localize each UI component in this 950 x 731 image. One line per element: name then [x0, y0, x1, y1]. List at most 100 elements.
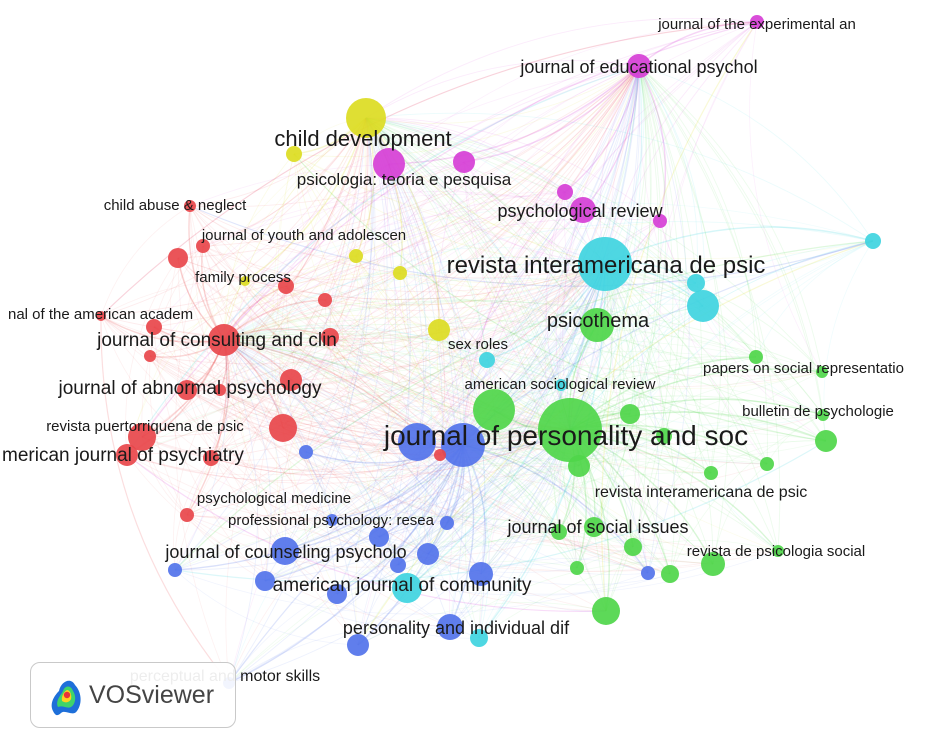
network-node-blue[interactable] — [641, 566, 655, 580]
label-journal-of-counseling-psycholo[interactable]: journal of counseling psycholo — [164, 542, 406, 562]
network-node-blue[interactable] — [168, 563, 182, 577]
network-node-green[interactable] — [661, 565, 679, 583]
network-node-magenta[interactable] — [570, 197, 596, 223]
network-node-green[interactable] — [538, 398, 602, 462]
network-node-blue[interactable] — [398, 423, 436, 461]
network-node-green[interactable] — [701, 552, 725, 576]
network-node-red[interactable] — [214, 384, 226, 396]
network-node-blue[interactable] — [390, 557, 406, 573]
network-node-cyan[interactable] — [555, 379, 567, 391]
network-node-red[interactable] — [177, 380, 197, 400]
network-node-red[interactable] — [278, 278, 294, 294]
label-revista-de-psicologia-social[interactable]: revista de psicologia social — [687, 543, 865, 560]
network-node-green[interactable] — [568, 455, 590, 477]
label-american-sociological-review[interactable]: american sociological review — [465, 376, 656, 393]
label-papers-on-social-representatio[interactable]: papers on social representatio — [703, 360, 904, 377]
network-node-green[interactable] — [570, 561, 584, 575]
network-node-cyan[interactable] — [687, 274, 705, 292]
network-node-red[interactable] — [280, 369, 302, 391]
network-node-cyan[interactable] — [479, 352, 495, 368]
network-node-red[interactable] — [128, 423, 156, 451]
network-node-red[interactable] — [196, 239, 210, 253]
network-node-red[interactable] — [434, 449, 446, 461]
network-node-red[interactable] — [203, 450, 219, 466]
label-revista-interamericana-de-psic-2[interactable]: revista interamericana de psic — [595, 484, 808, 501]
network-node-green[interactable] — [815, 430, 837, 452]
network-node-green[interactable] — [584, 517, 604, 537]
label-revista-interamericana-de-psic-1[interactable]: revista interamericana de psic — [447, 252, 766, 279]
network-node-green[interactable] — [620, 404, 640, 424]
network-node-green[interactable] — [816, 366, 828, 378]
network-node-green[interactable] — [760, 457, 774, 471]
network-node-blue[interactable] — [347, 634, 369, 656]
network-node-green[interactable] — [656, 428, 672, 444]
network-node-blue[interactable] — [469, 562, 493, 586]
network-node-cyan[interactable] — [865, 233, 881, 249]
network-node-green[interactable] — [749, 350, 763, 364]
label-psicologia-teoria-e-pesquisa[interactable]: psicologia: teoria e pesquisa — [297, 170, 512, 189]
network-node-magenta[interactable] — [557, 184, 573, 200]
label-journal-of-youth-and-adolescen[interactable]: journal of youth and adolescen — [201, 227, 406, 244]
network-node-green[interactable] — [817, 409, 829, 421]
label-journal-of-social-issues[interactable]: journal of social issues — [506, 517, 688, 537]
network-node-yellow[interactable] — [286, 146, 302, 162]
label-journal-of-abnormal-psychology[interactable]: journal of abnormal psychology — [58, 378, 322, 399]
network-node-red[interactable] — [96, 311, 106, 321]
network-node-blue[interactable] — [369, 527, 389, 547]
network-node-red[interactable] — [318, 293, 332, 307]
network-node-blue[interactable] — [441, 423, 485, 467]
network-node-magenta[interactable] — [653, 214, 667, 228]
network-node-blue[interactable] — [299, 445, 313, 459]
network-node-green[interactable] — [473, 389, 515, 431]
network-node-cyan[interactable] — [392, 573, 422, 603]
network-node-red[interactable] — [116, 444, 138, 466]
network-node-green[interactable] — [592, 597, 620, 625]
network-node-blue[interactable] — [440, 516, 454, 530]
network-node-red[interactable] — [184, 200, 196, 212]
label-journal-of-educational-psychol[interactable]: journal of educational psychol — [519, 57, 757, 77]
network-node-yellow[interactable] — [346, 98, 386, 138]
label-personality-and-individual-dif[interactable]: personality and individual dif — [343, 618, 570, 638]
network-node-red[interactable] — [146, 319, 162, 335]
network-node-magenta[interactable] — [453, 151, 475, 173]
network-node-red[interactable] — [180, 508, 194, 522]
network-node-yellow[interactable] — [349, 249, 363, 263]
network-node-green[interactable] — [624, 538, 642, 556]
label-psychological-review[interactable]: psychological review — [497, 201, 663, 221]
network-node-cyan[interactable] — [578, 237, 632, 291]
network-node-magenta[interactable] — [627, 54, 651, 78]
network-node-cyan[interactable] — [687, 290, 719, 322]
label-sex-roles[interactable]: sex roles — [448, 336, 508, 353]
network-node-yellow[interactable] — [428, 319, 450, 341]
network-node-yellow[interactable] — [240, 276, 250, 286]
network-node-blue[interactable] — [437, 614, 463, 640]
label-psychological-medicine[interactable]: psychological medicine — [197, 490, 351, 507]
label-revista-puertorriquena-de-psic[interactable]: revista puertorriquena de psic — [46, 418, 244, 435]
network-node-red[interactable] — [321, 328, 339, 346]
network-node-red[interactable] — [168, 248, 188, 268]
network-node-yellow[interactable] — [393, 266, 407, 280]
label-journal-of-personality-and-soc[interactable]: journal of personality and soc — [383, 420, 748, 451]
label-family-process[interactable]: family process — [195, 269, 291, 286]
network-node-blue[interactable] — [255, 571, 275, 591]
network-node-blue[interactable] — [271, 537, 299, 565]
network-node-blue[interactable] — [326, 514, 338, 526]
label-american-journal-of-community[interactable]: american journal of community — [273, 575, 532, 596]
label-professional-psychology-resea[interactable]: professional psychology: resea — [228, 512, 435, 529]
label-bulletin-de-psychologie[interactable]: bulletin de psychologie — [742, 403, 894, 420]
network-node-magenta[interactable] — [373, 148, 405, 180]
network-node-cyan[interactable] — [470, 629, 488, 647]
label-merican-journal-of-psychiatry[interactable]: merican journal of psychiatry — [2, 445, 244, 466]
label-child-development[interactable]: child development — [274, 126, 451, 151]
network-node-green[interactable] — [772, 545, 784, 557]
network-node-magenta[interactable] — [750, 15, 764, 29]
label-psicothema[interactable]: psicothema — [547, 310, 650, 332]
network-node-red[interactable] — [269, 414, 297, 442]
network-node-green[interactable] — [704, 466, 718, 480]
network-node-red[interactable] — [208, 324, 240, 356]
label-journal-of-the-experimental-an[interactable]: journal of the experimental an — [657, 16, 856, 33]
label-journal-of-consulting-and-clin[interactable]: journal of consulting and clin — [96, 330, 337, 351]
network-node-blue[interactable] — [327, 584, 347, 604]
network-node-green[interactable] — [580, 308, 614, 342]
network-node-red[interactable] — [144, 350, 156, 362]
